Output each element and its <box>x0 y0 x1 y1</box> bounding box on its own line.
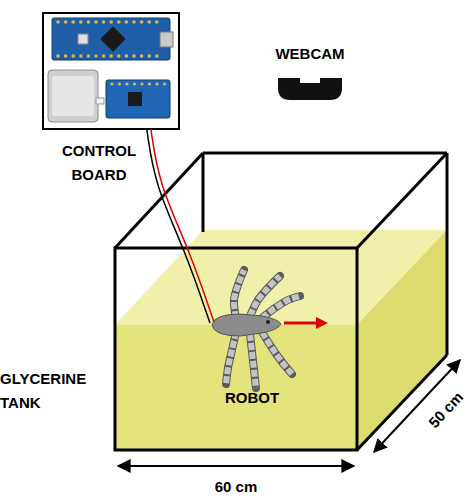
node-drawing <box>115 153 447 450</box>
header-pin <box>140 20 144 24</box>
tank-edge <box>202 153 205 232</box>
header-pin <box>64 54 68 58</box>
webcam-shape <box>278 78 342 100</box>
header-pin <box>94 54 98 58</box>
motion-arrow-head <box>316 317 328 329</box>
header-pin <box>71 54 75 58</box>
control-board-box: CONTROL BOARD <box>42 12 180 130</box>
node-drawing <box>48 18 173 122</box>
tank-node: ROBOTGLYCERINE TANK <box>113 151 449 452</box>
liquid-front <box>115 325 357 450</box>
arm-segments <box>250 334 256 388</box>
header-pin <box>163 82 166 85</box>
arm-outline <box>250 334 256 388</box>
arduino-board <box>52 18 170 60</box>
header-pin <box>94 20 98 24</box>
header-pin <box>79 20 83 24</box>
robot-body <box>212 314 281 336</box>
dimension-label: 50 cm <box>411 374 476 446</box>
tank-edge <box>203 152 447 155</box>
header-pin <box>87 54 91 58</box>
header-pin <box>155 82 158 85</box>
header-pin <box>147 20 151 24</box>
arm-outline <box>262 296 300 318</box>
tank-edge <box>357 355 447 450</box>
arm-segments <box>262 296 300 318</box>
header-pin <box>117 20 121 24</box>
header-pin <box>87 20 91 24</box>
node-drawing <box>212 270 328 388</box>
tank-edge <box>115 153 203 248</box>
header-pin <box>109 54 113 58</box>
header-pin <box>102 54 106 58</box>
arm-outline <box>234 270 244 318</box>
node-heading: WEBCAM <box>270 42 350 66</box>
header-pin <box>117 54 121 58</box>
node-heading: CONTROL BOARD <box>49 139 149 187</box>
header-pin <box>102 20 106 24</box>
dimension-label: 60 cm <box>186 477 286 497</box>
header-pin <box>125 54 129 58</box>
robot-node: ROBOT <box>210 262 294 404</box>
motion-arrow <box>284 322 318 325</box>
header-pin <box>155 20 159 24</box>
robot-eye <box>266 320 270 324</box>
header-pin <box>133 82 136 85</box>
header-pin <box>71 20 75 24</box>
header-pin <box>132 54 136 58</box>
header-pin <box>147 54 151 58</box>
arm-outline <box>262 332 292 374</box>
node-heading: ROBOT <box>202 386 302 410</box>
width-dimension-line <box>118 465 354 467</box>
usb-port <box>160 32 173 47</box>
webcam-node: WEBCAM <box>278 78 342 100</box>
header-pin <box>56 20 60 24</box>
header-pin <box>109 20 113 24</box>
header-pin <box>132 20 136 24</box>
node-drawing <box>278 78 342 100</box>
header-pin <box>148 82 151 85</box>
header-pin <box>155 54 159 58</box>
imu-chip <box>128 92 142 106</box>
arm-segments <box>262 332 292 374</box>
header-pin <box>140 54 144 58</box>
header-pin <box>110 82 113 85</box>
node-outline <box>278 78 342 100</box>
reset-button <box>78 34 88 44</box>
tank-front <box>115 248 357 450</box>
arm-outline <box>226 332 236 384</box>
arm-segments <box>234 270 244 318</box>
battery-label <box>52 76 94 116</box>
microcontroller-chip <box>100 26 125 51</box>
header-pin <box>140 82 143 85</box>
node-outline <box>210 262 294 404</box>
tank-edge <box>446 153 449 355</box>
battery <box>48 70 98 122</box>
imu-board <box>106 80 170 118</box>
battery-connector <box>96 98 104 104</box>
header-pin <box>79 54 83 58</box>
header-pin <box>125 20 129 24</box>
tank-edge <box>357 153 447 248</box>
node-outline <box>42 12 180 130</box>
webcam-notch <box>300 78 320 83</box>
header-pin <box>64 20 68 24</box>
header-pin <box>56 54 60 58</box>
node-heading: GLYCERINE TANK <box>0 367 100 415</box>
header-pin <box>125 82 128 85</box>
header-pin <box>118 82 121 85</box>
arm-segments <box>226 332 236 384</box>
